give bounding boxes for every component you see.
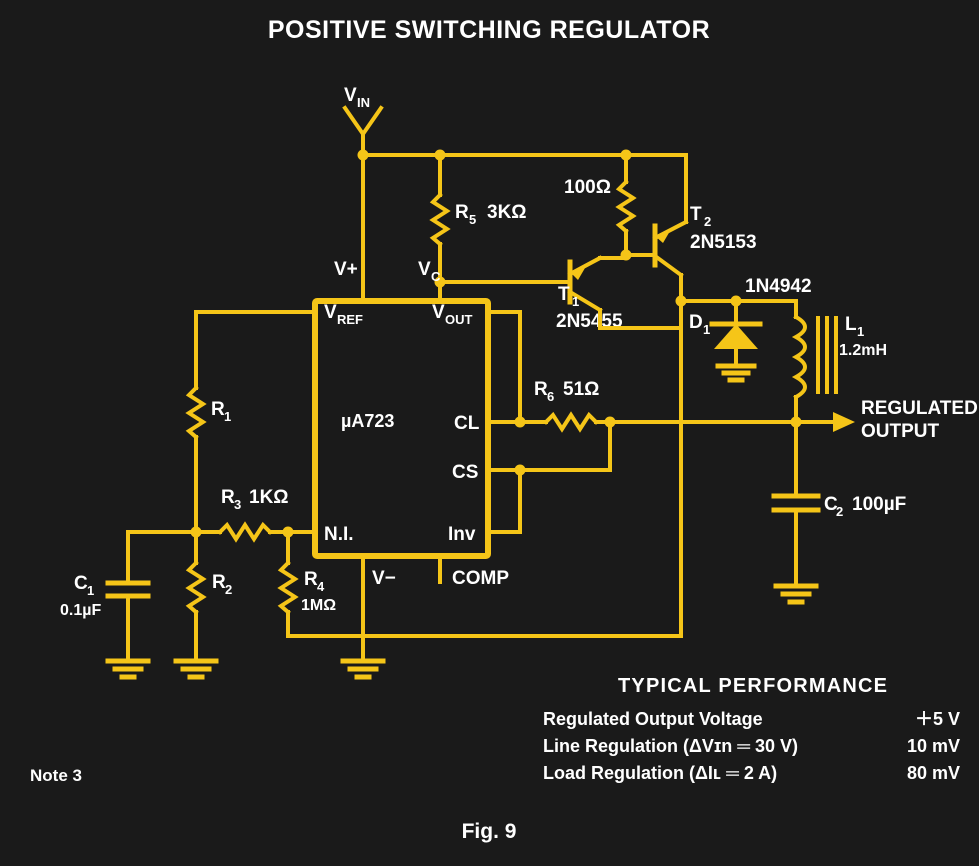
c1-value: 0.1µF xyxy=(60,602,101,619)
resistor-100ohm xyxy=(615,153,637,252)
transistor-t1 xyxy=(554,255,603,313)
t2-emitter-arrow xyxy=(655,231,670,243)
resistor-r1 xyxy=(185,385,207,534)
d1-value: 1N4942 xyxy=(745,276,812,297)
pin-label-cs: CS xyxy=(452,462,478,483)
c2-value: 100µF xyxy=(852,494,906,515)
d1-triangle xyxy=(714,324,758,349)
pin-label-inv: Inv xyxy=(448,524,476,545)
pin-label-vref-sub: REF xyxy=(337,312,363,327)
r2-label: R xyxy=(212,572,226,593)
c2-label-sub: 2 xyxy=(836,504,843,519)
vin-label-sub: IN xyxy=(357,95,370,110)
resistor-r3 xyxy=(217,521,290,543)
pin-label-vplus: V+ xyxy=(334,259,358,280)
t2-label-sub: 2 xyxy=(704,214,711,229)
note-label: Note 3 xyxy=(30,766,82,785)
resistor-r6 xyxy=(518,411,612,433)
output-label-line2: OUTPUT xyxy=(861,421,940,442)
d1-label: D xyxy=(689,312,703,333)
ground-vminus xyxy=(340,658,386,680)
vin-source xyxy=(342,105,384,157)
ic-part-label: µA723 xyxy=(341,411,394,431)
r3-value: 1KΩ xyxy=(249,487,289,508)
performance-heading: TYPICAL PERFORMANCE xyxy=(618,675,888,697)
wire-vout-to-cl xyxy=(486,310,522,424)
r4-label: R xyxy=(304,569,318,590)
performance-row-value-0: ＋5 V xyxy=(915,709,960,729)
diode-d1 xyxy=(679,299,763,383)
wire-cs-to-r6 xyxy=(486,420,612,472)
performance-row-name-1: Line Regulation (ΔVɪn ═ 30 V) xyxy=(543,736,798,756)
figure-caption: Fig. 9 xyxy=(462,820,517,843)
r100-value: 100Ω xyxy=(564,177,611,198)
t1-label: T xyxy=(558,284,570,305)
r3-label-sub: 3 xyxy=(234,497,241,512)
r1-label-sub: 1 xyxy=(224,409,231,424)
wire-t1c xyxy=(598,308,683,330)
page-title: POSITIVE SWITCHING REGULATOR xyxy=(268,16,710,44)
c2-label: C xyxy=(824,494,838,515)
capacitor-c2 xyxy=(771,420,821,605)
r6-label: R xyxy=(534,379,548,400)
vin-label: V xyxy=(344,85,357,106)
c1-label-sub: 1 xyxy=(87,583,94,598)
pin-label-cl: CL xyxy=(454,413,480,434)
wire-vref-to-r1 xyxy=(194,310,317,390)
pin-label-vc-sub: C xyxy=(431,269,441,284)
r4-label-sub: 4 xyxy=(317,579,325,594)
pin-label-comp: COMP xyxy=(452,568,509,589)
r6-value: 51Ω xyxy=(563,379,599,400)
ic-body xyxy=(312,298,491,559)
l1-label-sub: 1 xyxy=(857,324,864,339)
t2-value: 2N5153 xyxy=(690,232,757,253)
pin-label-vminus: V− xyxy=(372,568,396,589)
performance-row-value-2: 80 mV xyxy=(907,763,960,783)
performance-row-name-0: Regulated Output Voltage xyxy=(543,709,763,729)
resistor-r2 xyxy=(173,530,219,680)
l1-value: 1.2mH xyxy=(839,342,887,359)
r5-value: 3KΩ xyxy=(487,202,527,223)
pin-label-vout: V xyxy=(432,302,445,323)
r5-label-sub: 5 xyxy=(469,212,476,227)
wire-inv-to-cs xyxy=(486,468,522,534)
performance-row-name-2: Load Regulation (ΔIʟ ═ 2 A) xyxy=(543,763,777,783)
r3-label: R xyxy=(221,487,235,508)
output-label-line1: REGULATED xyxy=(861,398,978,419)
output-arrow xyxy=(833,412,855,432)
pin-label-vout-sub: OUT xyxy=(445,312,473,327)
pin-label-ni: N.I. xyxy=(324,524,354,545)
t2-label: T xyxy=(690,204,702,225)
r5-label: R xyxy=(455,202,469,223)
r6-label-sub: 6 xyxy=(547,389,554,404)
resistor-r5 xyxy=(429,153,451,284)
d1-label-sub: 1 xyxy=(703,322,710,337)
pin-label-vc: V xyxy=(418,259,431,280)
r4-value: 1MΩ xyxy=(301,597,336,614)
r1-label: R xyxy=(211,399,225,420)
t1-label-sub: 1 xyxy=(572,294,579,309)
pin-label-vref: V xyxy=(324,302,337,323)
transistor-t2 xyxy=(624,219,689,278)
r2-label-sub: 2 xyxy=(225,582,232,597)
capacitor-c1 xyxy=(105,530,151,680)
l1-label: L xyxy=(845,314,857,335)
resistor-r4 xyxy=(277,530,299,638)
t1-emitter-arrow xyxy=(570,268,585,280)
performance-row-value-1: 10 mV xyxy=(907,736,960,756)
c1-label: C xyxy=(74,573,88,594)
inductor-l1 xyxy=(734,299,838,424)
